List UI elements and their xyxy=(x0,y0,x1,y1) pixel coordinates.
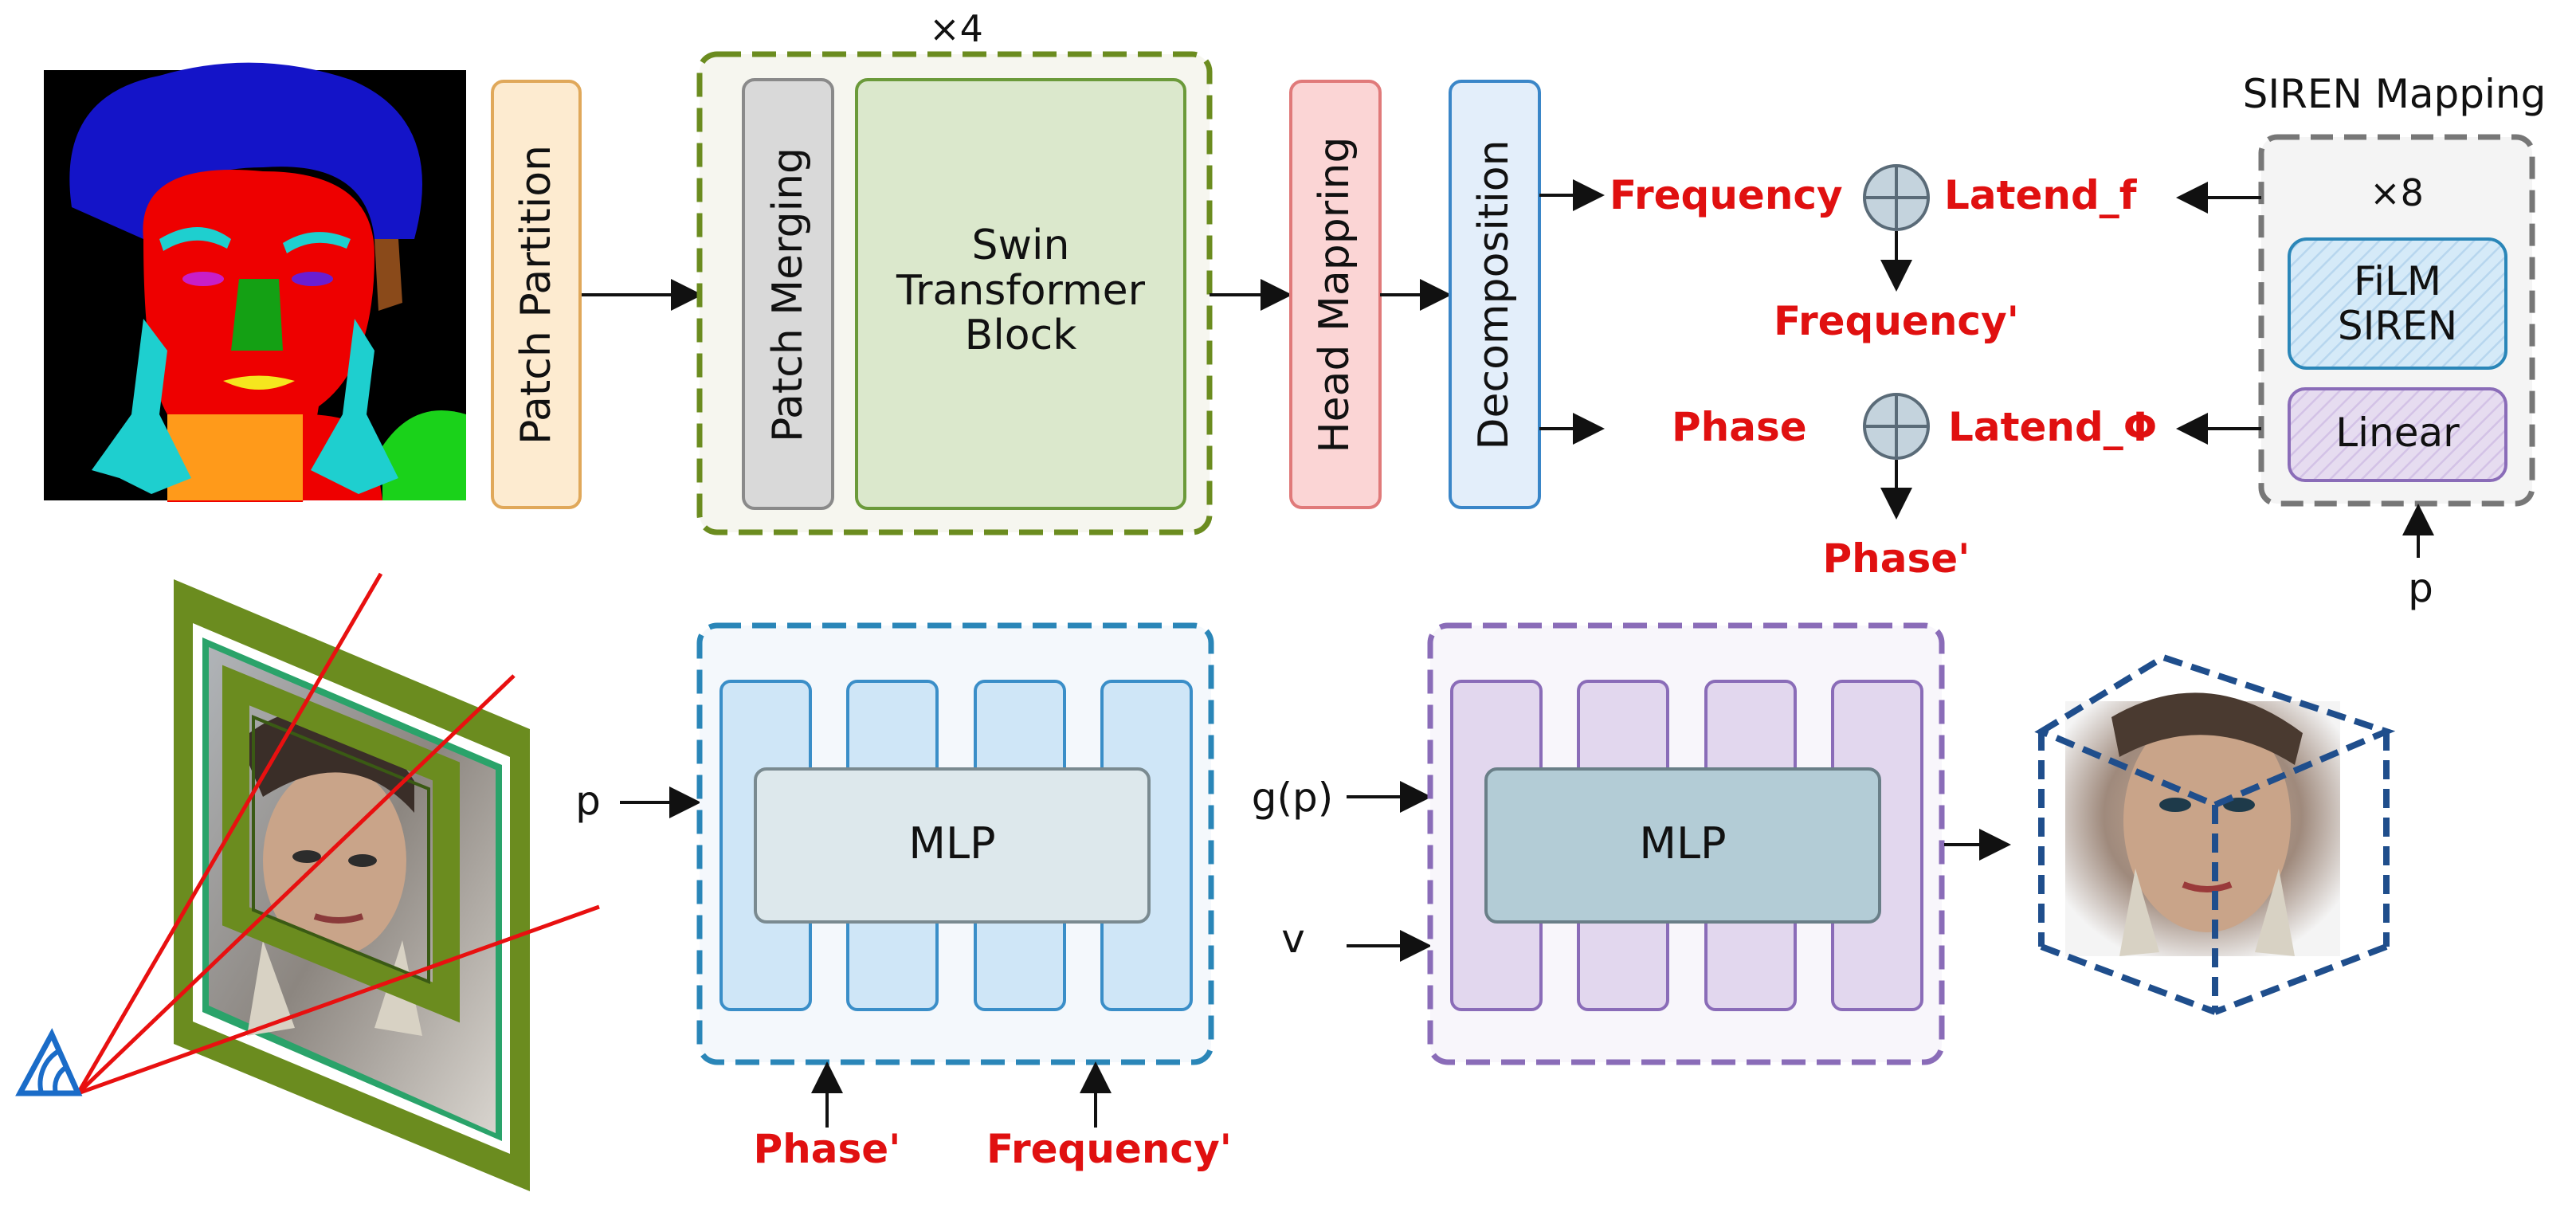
segmentation-map-image xyxy=(44,62,466,502)
swin-stage-group: ×4 Patch Merging Swin Transformer Block xyxy=(696,7,1213,535)
patch-merging-label: Patch Merging xyxy=(764,147,812,442)
siren-p-input: p xyxy=(2408,565,2433,611)
linear-block xyxy=(2288,387,2507,482)
mlp1-label: MLP xyxy=(908,818,995,869)
latend-phi-label: Latend_Φ xyxy=(1948,404,2157,450)
v-input: v xyxy=(1281,916,1305,962)
mlp1-phase-prime: Phase' xyxy=(754,1126,901,1172)
camera-ray-illustration xyxy=(15,572,600,1191)
mlp1-p-input: p xyxy=(575,778,601,824)
head-mapping-block: Head Mappring xyxy=(1289,80,1382,509)
patch-merging-block xyxy=(742,78,834,510)
frequency-prime-label: Frequency' xyxy=(1774,298,2019,344)
film-label-line1: FiLM xyxy=(2354,258,2441,304)
head-mapping-label: Head Mappring xyxy=(1311,136,1359,453)
film-siren-block xyxy=(2288,237,2507,370)
patch-partition-block: Patch Partition xyxy=(491,80,582,509)
frequency-add-icon xyxy=(1863,164,1930,231)
swin-repeat-label: ×4 xyxy=(929,7,983,50)
swin-label-line2: Transformer xyxy=(896,267,1146,315)
film-label-line2: SIREN xyxy=(2338,303,2457,349)
swin-label-line1: Swin xyxy=(972,222,1070,269)
ray-line-2 xyxy=(76,674,516,1095)
latend-f-label: Latend_f xyxy=(1944,172,2138,218)
gp-input: g(p) xyxy=(1252,775,1334,821)
mlp2-core xyxy=(1484,767,1881,924)
mlp1-frequency-prime: Frequency' xyxy=(986,1126,1232,1172)
decomposition-block: Decomposition xyxy=(1449,80,1541,509)
mlp2-label: MLP xyxy=(1639,818,1726,869)
frequency-label: Frequency xyxy=(1610,172,1843,218)
swin-transformer-block xyxy=(855,78,1186,510)
siren-mapping-group: ×8 FiLM SIREN Linear xyxy=(2258,134,2535,507)
phase-add-icon xyxy=(1863,393,1930,460)
ray-line-3 xyxy=(77,904,600,1096)
swin-label-line3: Block xyxy=(965,312,1077,359)
phase-label: Phase xyxy=(1672,404,1807,450)
mlp1-group: MLP xyxy=(696,622,1214,1065)
output-3d-face-cube xyxy=(2034,653,2396,1015)
mlp1-core xyxy=(754,767,1151,924)
ray-line-1 xyxy=(76,572,383,1095)
siren-repeat-label: ×8 xyxy=(2370,171,2424,214)
mlp2-group: MLP xyxy=(1427,622,1945,1065)
linear-label: Linear xyxy=(2335,410,2460,456)
patch-partition-label: Patch Partition xyxy=(512,145,560,445)
camera-angle-icon xyxy=(15,1028,83,1096)
siren-title: SIREN Mapping xyxy=(2243,71,2547,117)
decomposition-label: Decomposition xyxy=(1470,139,1518,449)
phase-prime-label: Phase' xyxy=(1823,535,1970,582)
